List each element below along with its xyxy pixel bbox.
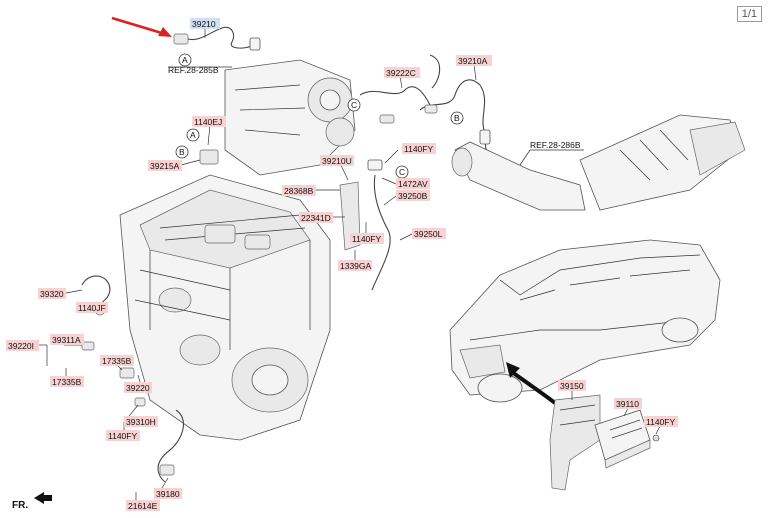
part-label-39210a[interactable]: 39210A xyxy=(456,55,492,66)
callout-c-mid: C xyxy=(395,165,409,179)
small-fasteners xyxy=(81,149,219,407)
part-label-21614e[interactable]: 21614E xyxy=(126,500,160,511)
front-arrow-icon xyxy=(34,492,52,504)
ref-28-285b: REF.28-285B xyxy=(168,65,219,75)
part-label-39180[interactable]: 39180 xyxy=(154,488,182,499)
part-number-text: 39310H xyxy=(126,417,156,427)
front-label: FR. xyxy=(12,500,28,511)
part-label-39311a[interactable]: 39311A xyxy=(50,334,84,345)
part-label-39215a[interactable]: 39215A xyxy=(148,160,182,171)
part-label-1140fy-ecu[interactable]: 1140FY xyxy=(644,416,678,427)
part-label-39150[interactable]: 39150 xyxy=(558,380,586,391)
part-label-39210[interactable]: 39210 xyxy=(190,18,220,29)
page-indicator: 1/1 xyxy=(736,6,762,22)
part-label-39310h[interactable]: 39310H xyxy=(124,416,158,427)
arrow-head-ecu xyxy=(506,362,520,378)
callout-a-top: A xyxy=(178,53,192,67)
part-number-text: 17335B xyxy=(52,377,82,387)
part-number-text: 39110 xyxy=(616,399,639,409)
part-number-text: 39180 xyxy=(156,489,180,499)
callout-letter: C xyxy=(351,100,357,110)
part-label-1140fy-mid[interactable]: 1140FY xyxy=(350,233,384,244)
part-number-text: 39250L xyxy=(414,229,443,239)
catalytic-converter xyxy=(451,114,746,211)
part-number-text: 39320 xyxy=(40,289,64,299)
part-label-17335b-b[interactable]: 17335B xyxy=(50,376,84,387)
part-label-39222c[interactable]: 39222C xyxy=(384,67,420,78)
part-label-39250b[interactable]: 39250B xyxy=(396,190,430,201)
part-number-text: 1140EJ xyxy=(194,117,222,127)
part-label-1339ga[interactable]: 1339GA xyxy=(338,260,372,271)
crank-sensor-wire xyxy=(157,409,184,483)
red-pointer-arrow xyxy=(111,16,166,36)
callout-b-right: B xyxy=(450,111,464,125)
callout-a-left: A xyxy=(186,128,200,142)
part-label-28368b[interactable]: 28368B xyxy=(282,185,316,196)
callout-letter: C xyxy=(399,167,405,177)
callout-letter: B xyxy=(454,113,460,123)
part-label-1140ej[interactable]: 1140EJ xyxy=(192,116,226,127)
engine-block xyxy=(119,174,331,441)
part-number-text: 39150 xyxy=(560,381,584,391)
wiring-harness xyxy=(359,54,441,124)
part-number-text: 28368B xyxy=(284,186,314,196)
part-label-39220[interactable]: 39220 xyxy=(124,382,152,393)
part-number-text: 17335B xyxy=(102,356,132,366)
part-number-text: 39222C xyxy=(386,68,416,78)
callout-letter: A xyxy=(190,130,196,140)
part-label-1140fy-low[interactable]: 1140FY xyxy=(106,430,140,441)
vehicle-outline xyxy=(449,239,721,403)
part-number-text: 1140FY xyxy=(404,144,433,154)
part-label-39210u[interactable]: 39210U xyxy=(320,155,354,166)
turbo-manifold xyxy=(224,59,356,176)
part-number-text: 1140FY xyxy=(646,417,675,427)
part-number-text: 39250B xyxy=(398,191,428,201)
part-number-text: 39210 xyxy=(192,19,216,29)
callout-c-top: C xyxy=(347,98,361,112)
part-label-39320[interactable]: 39320 xyxy=(38,288,66,299)
ref-28-286b: REF.28-286B xyxy=(530,140,581,150)
callout-b-left: B xyxy=(175,145,189,159)
part-number-text: 1140JF xyxy=(78,303,106,313)
part-number-text: 21614E xyxy=(128,501,158,511)
part-number-text: 1140FY xyxy=(352,234,381,244)
callout-letter: B xyxy=(179,147,185,157)
o2-sensor-downstream xyxy=(419,79,491,151)
part-label-39110[interactable]: 39110 xyxy=(614,398,642,409)
o2-sensor-upstream xyxy=(173,26,261,51)
part-label-1140jf[interactable]: 1140JF xyxy=(76,302,108,313)
part-number-text: 39311A xyxy=(52,335,81,345)
part-label-17335b-a[interactable]: 17335B xyxy=(100,355,134,366)
part-label-1472av[interactable]: 1472AV xyxy=(396,178,430,189)
callout-letter: A xyxy=(182,55,188,65)
part-label-1140fy-top[interactable]: 1140FY xyxy=(402,143,436,154)
part-label-39250l[interactable]: 39250L xyxy=(412,228,446,239)
vehicle-to-ecu-arrow xyxy=(510,370,557,405)
part-number-text: 39215A xyxy=(150,161,180,171)
ecu-bracket xyxy=(549,394,601,491)
red-arrow-head xyxy=(158,27,172,37)
part-number-text: 39210U xyxy=(322,156,352,166)
part-number-text: 1339GA xyxy=(340,261,372,271)
part-number-text: 39220I xyxy=(8,341,34,351)
part-number-text: 39210A xyxy=(458,56,488,66)
ecu-bolt xyxy=(652,434,660,442)
part-label-39220i[interactable]: 39220I xyxy=(6,340,39,351)
ecu-module xyxy=(594,409,651,469)
part-number-text: 1472AV xyxy=(398,179,428,189)
part-number-text: 1140FY xyxy=(108,431,137,441)
part-label-22341d[interactable]: 22341D xyxy=(299,212,333,223)
part-number-text: 22341D xyxy=(301,213,331,223)
part-number-text: 39220 xyxy=(126,383,150,393)
